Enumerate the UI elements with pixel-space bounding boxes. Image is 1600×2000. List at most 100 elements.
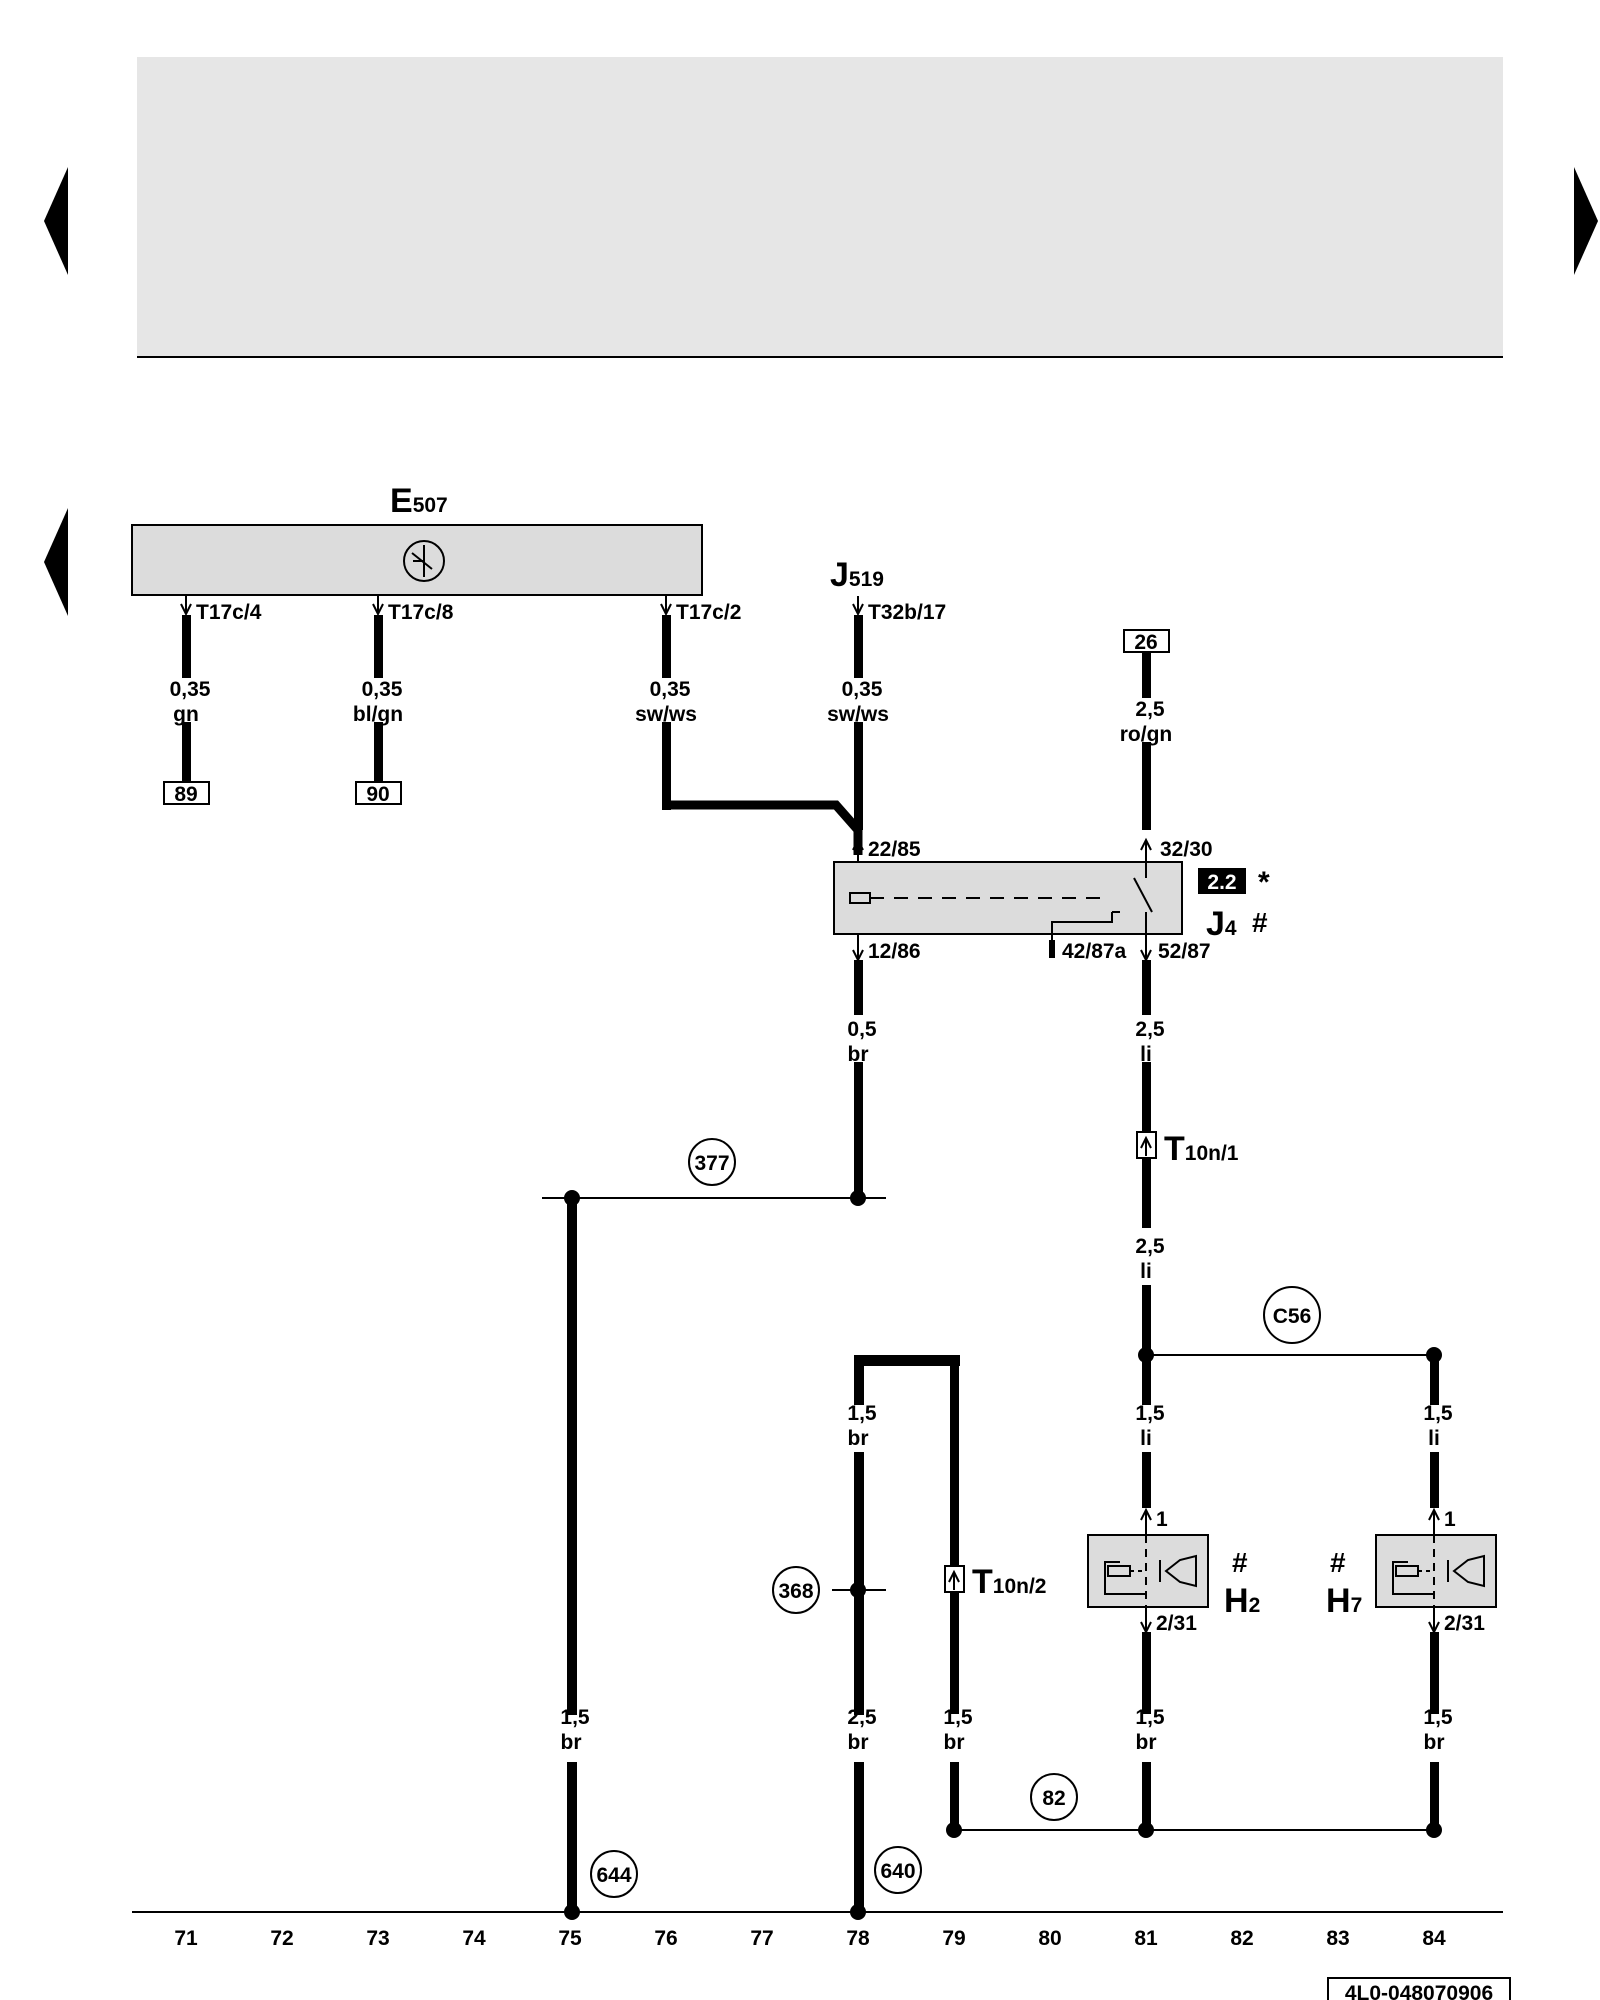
e507-wires (182, 615, 863, 855)
column-number: 78 (846, 1927, 870, 1950)
wire-color-label: sw/ws (827, 703, 889, 726)
wire-size-label: 1,5 (847, 1402, 877, 1425)
wire-segment (854, 960, 863, 1015)
pin-32-30: 32/30 (1160, 838, 1213, 861)
wire-segment (854, 615, 863, 678)
wire-color-label: br (1136, 1731, 1157, 1754)
connector-icon (1136, 1131, 1157, 1159)
page-ref-box[interactable] (1123, 629, 1170, 653)
sensor-icon (403, 540, 445, 582)
wire-segment (567, 1762, 577, 1912)
connection-377[interactable]: 377 (694, 1152, 729, 1175)
wire-color-label: br (848, 1043, 869, 1066)
triangle-right-icon[interactable] (1574, 167, 1598, 275)
wire-segment (854, 1762, 864, 1912)
wire-segment (854, 1355, 960, 1366)
wire-segment (1142, 653, 1151, 698)
connection-368[interactable]: 368 (778, 1580, 813, 1603)
connection-circle[interactable] (1263, 1286, 1321, 1344)
wire-segment (1430, 1762, 1439, 1830)
horn-icon (1392, 1535, 1485, 1607)
triangle-left-icon-section[interactable] (44, 508, 68, 616)
column-number: 79 (942, 1927, 965, 1950)
j4-label: J4 (1206, 905, 1237, 943)
connection-644[interactable]: 644 (596, 1864, 631, 1887)
pin-h2-1: 1 (1156, 1508, 1168, 1531)
triangle-left-icon[interactable] (44, 167, 68, 275)
wire-segment (1142, 1762, 1151, 1830)
page-ref-box[interactable] (355, 781, 402, 805)
connection-82[interactable]: 82 (1042, 1787, 1065, 1810)
wire-segment (567, 1198, 577, 1715)
relay-switch-icon (1051, 862, 1153, 952)
connection-circle[interactable] (772, 1566, 820, 1614)
h2-label: H2 (1224, 1582, 1260, 1620)
pin-h7-231: 2/31 (1444, 1612, 1485, 1635)
connection-circle[interactable] (590, 1850, 638, 1898)
connection-circle[interactable] (874, 1846, 922, 1894)
j519-pin-marker (852, 596, 864, 617)
column-number: 84 (1422, 1927, 1446, 1950)
wire-color-label: gn (173, 703, 199, 726)
page-ref-box[interactable] (163, 781, 210, 805)
e507-label: E507 (390, 482, 448, 520)
wire-segment (1142, 960, 1151, 1015)
wire-color-label: bl/gn (353, 703, 403, 726)
ref-badge-text: 2.2 (1207, 871, 1236, 894)
connection-640[interactable]: 640 (880, 1860, 915, 1883)
wire-segment (854, 722, 863, 830)
column-number: 71 (174, 1927, 198, 1950)
wire-segment (1430, 1632, 1439, 1714)
column-number: 83 (1326, 1927, 1349, 1950)
wire-segment (1142, 742, 1151, 830)
wire-size-label: 1,5 (1135, 1706, 1165, 1729)
pin-42-87a: 42/87a (1062, 940, 1127, 963)
wire-color-label: ro/gn (1120, 723, 1173, 746)
wire-segment (1142, 1452, 1151, 1508)
wire-size-label: 1,5 (1423, 1402, 1453, 1425)
wire-size-label: 1,5 (1423, 1706, 1453, 1729)
ref-badge (1198, 868, 1246, 894)
wire-segment (1142, 1285, 1151, 1405)
pin-markers (180, 596, 672, 617)
connection-c56[interactable]: C56 (1273, 1305, 1312, 1328)
pin-t32b17: T32b/17 (868, 601, 946, 624)
junction-dot (1138, 1822, 1154, 1838)
junction-dot (564, 1904, 580, 1920)
wire-segment (950, 1592, 959, 1714)
page-ref-26[interactable]: 26 (1134, 631, 1157, 654)
wire-size-label: 0,5 (847, 1018, 877, 1041)
connection-circle[interactable] (688, 1138, 736, 1186)
pin-t17c4: T17c/4 (196, 601, 262, 624)
t10n1-label: T10n/1 (1164, 1130, 1239, 1168)
column-number: 82 (1230, 1927, 1253, 1950)
connection-circle[interactable] (1030, 1773, 1078, 1821)
column-number: 72 (270, 1927, 293, 1950)
column-number: 75 (558, 1927, 582, 1950)
wire-color-label: sw/ws (635, 703, 697, 726)
wire-color-label: br (944, 1731, 965, 1754)
page-ref-89[interactable]: 89 (174, 783, 197, 806)
wire-path (862, 1360, 958, 1830)
hash-marker: # (1330, 1547, 1346, 1578)
wire-color-label: li (1428, 1427, 1440, 1450)
junction-dot (850, 1190, 866, 1206)
h7-label: H7 (1326, 1582, 1362, 1620)
wire-segment (950, 1355, 959, 1577)
wire-segment (854, 1355, 864, 1405)
page-ref-90[interactable]: 90 (366, 783, 389, 806)
wire-size-label: 0,35 (650, 678, 691, 701)
diagram-code-box (1327, 1977, 1511, 2000)
wire-color-label: li (1140, 1427, 1152, 1450)
wire-size-label: 2,5 (1135, 1235, 1165, 1258)
column-number: 73 (366, 1927, 389, 1950)
wire-size-label: 1,5 (1135, 1402, 1165, 1425)
pin-52-87: 52/87 (1158, 940, 1211, 963)
wire-size-label: 0,35 (170, 678, 211, 701)
pin-12-86: 12/86 (868, 940, 921, 963)
hash-marker: # (1252, 907, 1268, 938)
pin-stub (1049, 940, 1055, 958)
connector-icon (944, 1565, 965, 1593)
